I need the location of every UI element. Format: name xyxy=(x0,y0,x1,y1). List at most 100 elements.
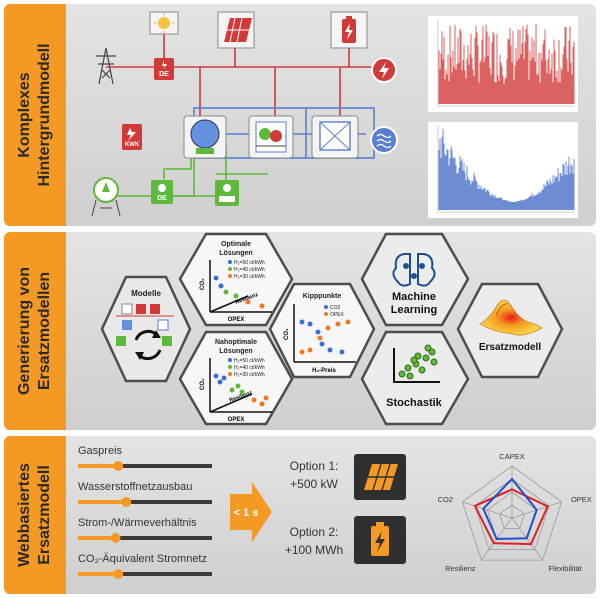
slider-fill xyxy=(78,464,119,468)
sun-icon xyxy=(149,11,179,35)
radar-grid-ring xyxy=(474,478,550,550)
heat-exchanger-icon xyxy=(311,115,359,159)
option2-value: +100 MWh xyxy=(285,543,343,557)
slider-1[interactable]: Wasserstoffnetzausbau xyxy=(78,481,212,507)
side-label-line1: Generierung von xyxy=(16,267,33,395)
slider-label: CO₂-Äquivalent Stromnetz xyxy=(78,553,207,565)
side-label-line1: Komplexes xyxy=(16,72,33,157)
optimal-legend-3: H₂=30 ct/kWh xyxy=(234,274,265,280)
optimal-axis-opex: OPEX xyxy=(228,317,245,323)
side-label-line2: Hintergrundmodell xyxy=(36,43,53,186)
nearopt-legend-2: H₂=40 ct/kWh xyxy=(234,365,265,371)
heat-storage-icon xyxy=(183,115,227,159)
nearopt-axis-co2: CO₂ xyxy=(200,378,206,390)
radar-axis-label: CAPEX xyxy=(499,452,524,461)
models-title: Modelle xyxy=(131,289,161,298)
panel-complex-model: Komplexes Hintergrundmodell xyxy=(4,4,596,226)
hex-models xyxy=(100,275,192,383)
solar-panel-icon xyxy=(217,11,255,49)
nearopt-title-2: Lösungen xyxy=(219,348,252,355)
side-label-line2: Ersatzmodell xyxy=(36,465,53,565)
power-pylon-icon xyxy=(96,47,116,85)
slider-handle[interactable] xyxy=(113,569,124,579)
svg-text:DE: DE xyxy=(157,195,167,202)
heat-load-icon xyxy=(370,126,398,154)
side-label-line1: Webbasiertes xyxy=(16,463,33,567)
option1-solar-icon[interactable] xyxy=(354,454,406,500)
option2-battery-icon[interactable] xyxy=(354,516,406,564)
ersatz-label: Ersatzmodell xyxy=(479,342,541,353)
brain-icon xyxy=(392,253,436,287)
nearopt-axis-opex: OPEX xyxy=(228,417,245,423)
tipping-legend-opex: OPEX xyxy=(330,312,345,318)
slider-handle[interactable] xyxy=(121,497,132,507)
slider-handle[interactable] xyxy=(110,533,121,543)
slider-fill xyxy=(78,572,119,576)
battery-icon xyxy=(330,11,368,49)
radar-axis-label: Flexibilität xyxy=(548,564,582,573)
optimal-title-1: Optimale xyxy=(221,241,251,248)
tipping-legend-co2: CO2 xyxy=(330,305,341,311)
side-label-line2: Ersatzmodellen xyxy=(36,272,53,390)
slider-handle[interactable] xyxy=(113,461,124,471)
radar-axis-line xyxy=(462,501,513,519)
radar-grid-ring xyxy=(462,465,562,561)
option1-value: +500 kW xyxy=(290,477,338,491)
web-surrogate-ui: GaspreisWasserstoffnetzausbauStrom-/Wärm… xyxy=(78,445,592,579)
radar-axis-label: OPEX xyxy=(571,495,592,504)
response-time-label: < 1 s xyxy=(234,507,259,519)
slider-label: Strom-/Wärmeverhältnis xyxy=(78,517,197,529)
optimal-legend-1: H₂=50 ct/kWh xyxy=(234,260,265,266)
stochastik-label: Stochastik xyxy=(386,397,443,409)
side-label-web: Webbasiertes Ersatzmodell xyxy=(4,436,66,594)
tipping-title: Kipppunkte xyxy=(303,293,342,300)
electric-meter-icon: DE xyxy=(154,58,174,80)
radar-series-1 xyxy=(482,477,538,541)
scatter-icon xyxy=(393,344,440,383)
slider-fill xyxy=(78,500,127,504)
slider-track[interactable] xyxy=(78,464,212,468)
surface-plot-icon xyxy=(479,299,543,336)
nearopt-legend-3: H₂=30 ct/kWh xyxy=(234,372,265,378)
optimal-legend-2: H₂=40 ct/kWh xyxy=(234,267,265,273)
option1-title: Option 1: xyxy=(290,459,339,473)
surrogate-generation-diagram: Modelle Optimale Lösungen H₂=50 ct/kWh H… xyxy=(100,232,564,426)
cycle-arrows-icon xyxy=(134,329,162,361)
panel-surrogate-generation: Generierung von Ersatzmodellen Modelle xyxy=(4,232,596,430)
electric-load-chart xyxy=(428,16,578,112)
tipping-axis-co2: CO₂ xyxy=(284,328,290,340)
chp-badge-kwk: KWK xyxy=(125,142,140,148)
side-label-complex: Komplexes Hintergrundmodell xyxy=(4,4,66,226)
slider-2[interactable]: Strom-/Wärmeverhältnis xyxy=(78,517,212,543)
gas-meter-icon: DE xyxy=(151,180,173,204)
radar-series-0 xyxy=(473,488,549,546)
tipping-axis-h2price: H₂-Preis xyxy=(312,368,336,374)
hex-tipping xyxy=(268,282,376,379)
slider-track[interactable] xyxy=(78,536,212,540)
hex-ml xyxy=(360,232,470,327)
hex-optimal xyxy=(178,232,294,327)
hex-stochastik xyxy=(360,330,470,426)
gas-source-icon xyxy=(91,177,121,217)
optimal-title-2: Lösungen xyxy=(219,250,252,257)
slider-label: Gaspreis xyxy=(78,445,123,457)
nearopt-title-1: Nahoptimale xyxy=(215,339,257,346)
models-mini-diagram xyxy=(116,303,174,346)
side-label-generation: Generierung von Ersatzmodellen xyxy=(4,232,66,430)
option2-title: Option 2: xyxy=(290,525,339,539)
hydrogen-storage-icon xyxy=(215,180,239,206)
slider-label: Wasserstoffnetzausbau xyxy=(78,481,192,493)
slider-0[interactable]: Gaspreis xyxy=(78,445,212,471)
optimal-axis-co2: CO₂ xyxy=(200,278,206,290)
heat-load-chart xyxy=(428,122,578,218)
result-arrow: < 1 s xyxy=(230,482,272,542)
slider-fill xyxy=(78,536,116,540)
slider-track[interactable] xyxy=(78,572,212,576)
ml-label-2: Learning xyxy=(391,304,437,316)
electric-load-icon xyxy=(371,57,397,83)
slider-track[interactable] xyxy=(78,500,212,504)
radar-axis-label: Resilienz xyxy=(445,564,476,573)
slider-3[interactable]: CO₂-Äquivalent Stromnetz xyxy=(78,553,212,579)
